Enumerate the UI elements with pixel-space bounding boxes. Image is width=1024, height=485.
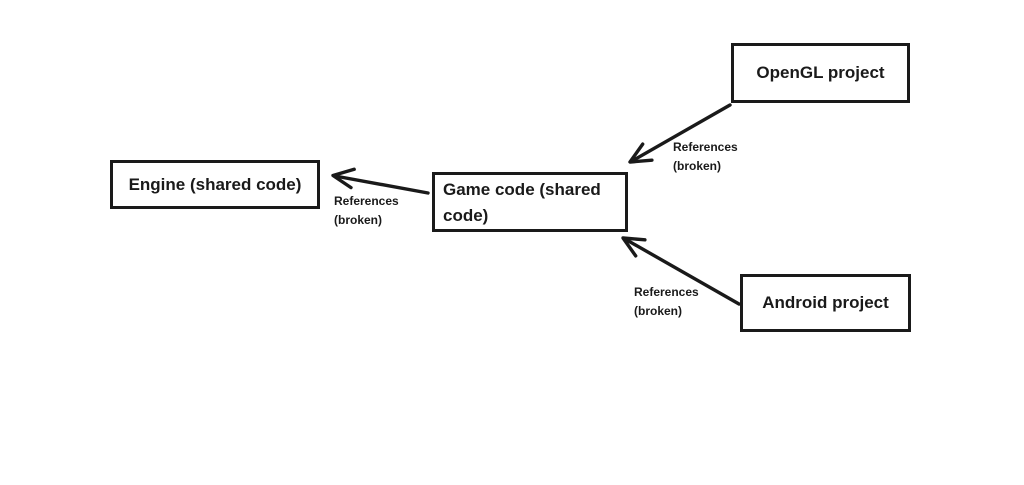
- node-game-code: Game code (shared code): [432, 172, 628, 232]
- edge-label-line: References: [334, 194, 399, 208]
- edge-label-line: (broken): [334, 213, 382, 227]
- edge-label-line: (broken): [634, 304, 682, 318]
- edge-label-line: References: [634, 285, 699, 299]
- node-opengl-project-label: OpenGL project: [756, 63, 885, 82]
- edge-label-game-to-engine: References (broken): [334, 192, 399, 230]
- node-engine: Engine (shared code): [110, 160, 320, 209]
- node-android-project: Android project: [740, 274, 911, 332]
- edge-label-line: References: [673, 140, 738, 154]
- edge-label-android-to-game: References (broken): [634, 283, 699, 321]
- arrow-game-to-engine-icon: [331, 167, 430, 195]
- node-opengl-project: OpenGL project: [731, 43, 910, 103]
- node-engine-label: Engine (shared code): [128, 174, 302, 194]
- node-game-code-label: Game code (shared code): [443, 180, 601, 225]
- arrow-opengl-to-game-icon: [628, 103, 732, 164]
- edge-label-line: (broken): [673, 159, 721, 173]
- arrow-android-to-game-icon: [621, 236, 741, 306]
- node-android-project-label: Android project: [762, 293, 889, 312]
- edge-label-opengl-to-game: References (broken): [673, 138, 738, 176]
